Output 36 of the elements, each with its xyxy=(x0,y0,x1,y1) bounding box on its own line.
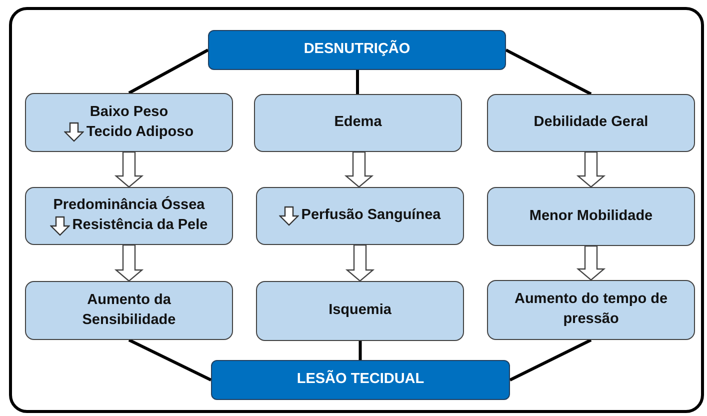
connector-line xyxy=(128,338,212,382)
block-arrow xyxy=(576,151,606,188)
process-box xyxy=(25,93,233,152)
process-box xyxy=(25,281,233,340)
title-box xyxy=(208,30,506,70)
process-box xyxy=(254,94,462,152)
block-arrow xyxy=(345,244,375,282)
title-box xyxy=(211,360,510,400)
process-box xyxy=(256,187,464,245)
box-label: Edema xyxy=(334,113,382,132)
process-box xyxy=(256,281,464,341)
block-arrow xyxy=(344,151,374,188)
block-arrow xyxy=(576,245,606,281)
process-box xyxy=(487,94,695,152)
box-label: LESÃO TECIDUAL xyxy=(296,370,424,390)
connector-line xyxy=(358,341,362,360)
box-label: Perfusão Sanguínea xyxy=(301,206,441,226)
box-label: Isquemia xyxy=(328,301,392,320)
box-label: Baixo Peso xyxy=(90,102,168,122)
process-box xyxy=(487,187,695,246)
process-box xyxy=(25,187,233,245)
connector-line xyxy=(128,48,209,94)
box-label: Menor Mobilidade xyxy=(529,206,653,226)
box-label: DESNUTRIÇÃO xyxy=(304,40,410,60)
connector-line xyxy=(505,48,592,96)
block-arrow xyxy=(114,151,144,188)
box-label: Predominância Óssea xyxy=(53,196,205,216)
process-box xyxy=(487,280,695,340)
box-label: Aumento da Sensibilidade xyxy=(81,290,177,330)
connector-line xyxy=(509,338,592,382)
block-arrow xyxy=(114,244,144,282)
box-label: Tecido Adiposo xyxy=(86,122,194,142)
box-label: Aumento do tempo de pressão xyxy=(513,290,669,329)
box-label: Resistência da Pele xyxy=(72,216,208,235)
box-label: Debilidade Geral xyxy=(534,113,648,132)
connector-line xyxy=(356,70,359,94)
